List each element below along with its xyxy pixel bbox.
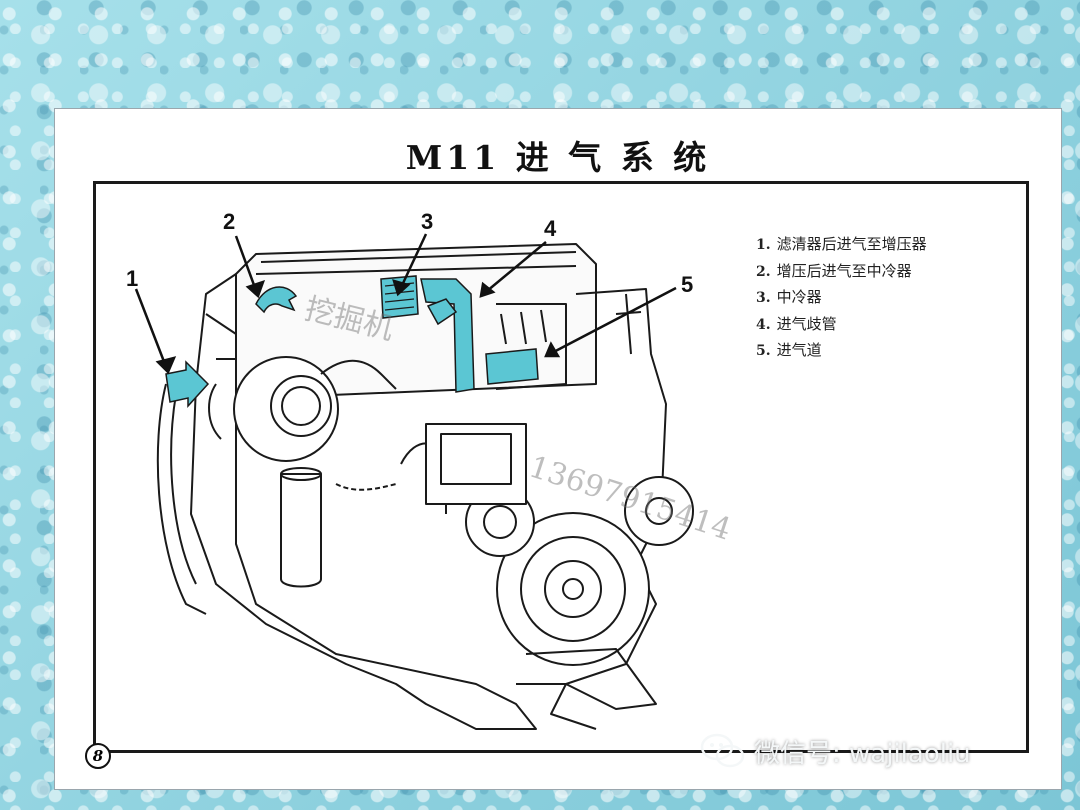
page-title: M11 进 气 系 统 [405,138,711,177]
legend-list: 1.滤清器后进气至增压器 2.增压后进气至中冷器 3.中冷器 4.进气歧管 5.… [756,232,927,365]
callout-2: 2 [223,209,235,234]
manual-page: M11 进 气 系 统 [54,108,1062,790]
wechat-icon [700,733,745,768]
intake-arrow [165,360,210,408]
legend-item: 3.中冷器 [756,288,822,306]
wechat-watermark: 微信号: wajilaoliu [700,732,971,770]
watermark-text: 微信号: wajilaoliu [754,738,971,769]
page-number: 8 [85,743,111,769]
intake-port [485,348,539,385]
engine-outline [156,243,694,730]
diagram-frame: 1 2 3 4 5 1.滤清器后进气至增压器 2.增压后进气至中冷器 3.中冷器… [93,181,1029,753]
legend-item: 2.增压后进气至中冷器 [756,261,912,280]
callout-1: 1 [126,266,138,291]
legend-item: 1.滤清器后进气至增压器 [756,235,927,253]
legend-item: 4.进气歧管 [756,314,837,333]
callout-labels: 1 2 3 4 5 [126,209,693,297]
callout-5: 5 [681,272,693,297]
callout-3: 3 [421,209,433,234]
intake-manifold [420,278,475,393]
callout-4: 4 [544,216,557,241]
legend-item: 5.进气道 [756,341,822,359]
turbo-outlet-arrow [255,286,298,314]
airflow-highlight [165,275,539,408]
leader-lines [134,233,677,375]
engine-diagram: 1 2 3 4 5 [126,209,694,730]
